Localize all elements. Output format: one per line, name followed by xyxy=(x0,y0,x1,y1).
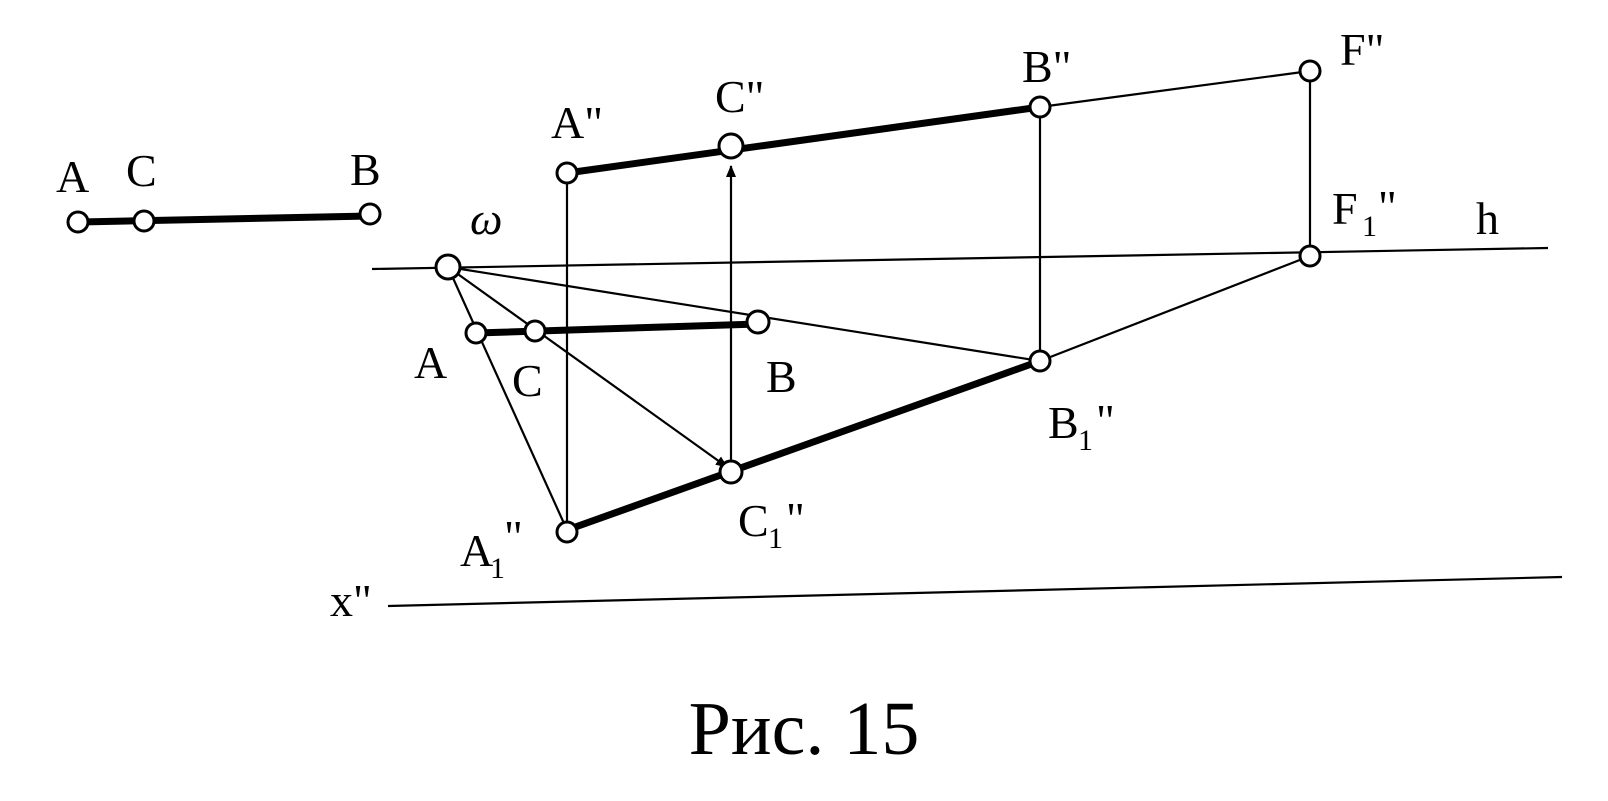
label-a-top: A xyxy=(56,151,89,202)
label-f1-main: F xyxy=(1332,183,1358,234)
point-a-top xyxy=(66,210,90,234)
segment-a1-b1 xyxy=(563,357,1044,534)
point-a1-double-prime xyxy=(555,520,579,544)
label-b1-main: B xyxy=(1048,397,1079,448)
point-a-mid xyxy=(464,321,488,345)
label-a1-mark: " xyxy=(504,511,523,562)
label-f-double-prime: F" xyxy=(1340,24,1384,75)
label-c-mid: C xyxy=(512,355,543,406)
label-b-double-prime: B" xyxy=(1022,41,1071,92)
segment-acb-top xyxy=(76,212,374,226)
figure-caption: Рис. 15 xyxy=(689,687,920,771)
segment-b2-f2 xyxy=(1039,69,1311,109)
segment-acb-mid xyxy=(472,320,762,337)
label-c-double-prime: C" xyxy=(715,71,764,122)
label-a1-main: A xyxy=(460,525,493,576)
label-omega: ω xyxy=(470,193,502,244)
axis-line-x xyxy=(387,575,1563,608)
point-f-double-prime xyxy=(1298,59,1322,83)
ray-omega-b1 xyxy=(447,265,1041,363)
label-a1-sub: 1 xyxy=(490,552,505,585)
segment-a2-b2 xyxy=(563,103,1044,177)
point-b-double-prime xyxy=(1028,95,1052,119)
label-c-top: C xyxy=(126,145,157,196)
label-f1-mark: " xyxy=(1378,181,1397,232)
label-a-double-prime: A" xyxy=(551,97,603,148)
point-a-double-prime xyxy=(555,161,579,185)
point-c1-double-prime xyxy=(718,459,744,485)
label-b1-mark: " xyxy=(1096,395,1115,446)
label-f1-sub: 1 xyxy=(1362,210,1377,243)
point-b-mid xyxy=(745,309,771,335)
label-b1-sub: 1 xyxy=(1078,424,1093,457)
label-c1-mark: " xyxy=(786,493,805,544)
point-b1-double-prime xyxy=(1028,349,1052,373)
point-c-top xyxy=(132,209,156,233)
point-c-mid xyxy=(523,319,547,343)
point-f1-double-prime xyxy=(1298,244,1322,268)
point-omega xyxy=(434,253,462,281)
ray-omega-a1 xyxy=(446,266,569,531)
horizon-line-h xyxy=(371,246,1549,271)
label-b-mid: B xyxy=(766,351,797,402)
label-a-mid: A xyxy=(414,337,447,388)
point-c-double-prime xyxy=(717,132,745,160)
label-b-top: B xyxy=(350,144,381,195)
label-x-axis: x" xyxy=(330,575,372,626)
label-h: h xyxy=(1476,193,1499,244)
label-c1-main: C xyxy=(738,495,769,546)
ray-omega-c1-arrow xyxy=(447,266,728,468)
point-b-top xyxy=(358,202,382,226)
segment-b1-f1 xyxy=(1039,254,1311,363)
label-c1-sub: 1 xyxy=(768,522,783,555)
